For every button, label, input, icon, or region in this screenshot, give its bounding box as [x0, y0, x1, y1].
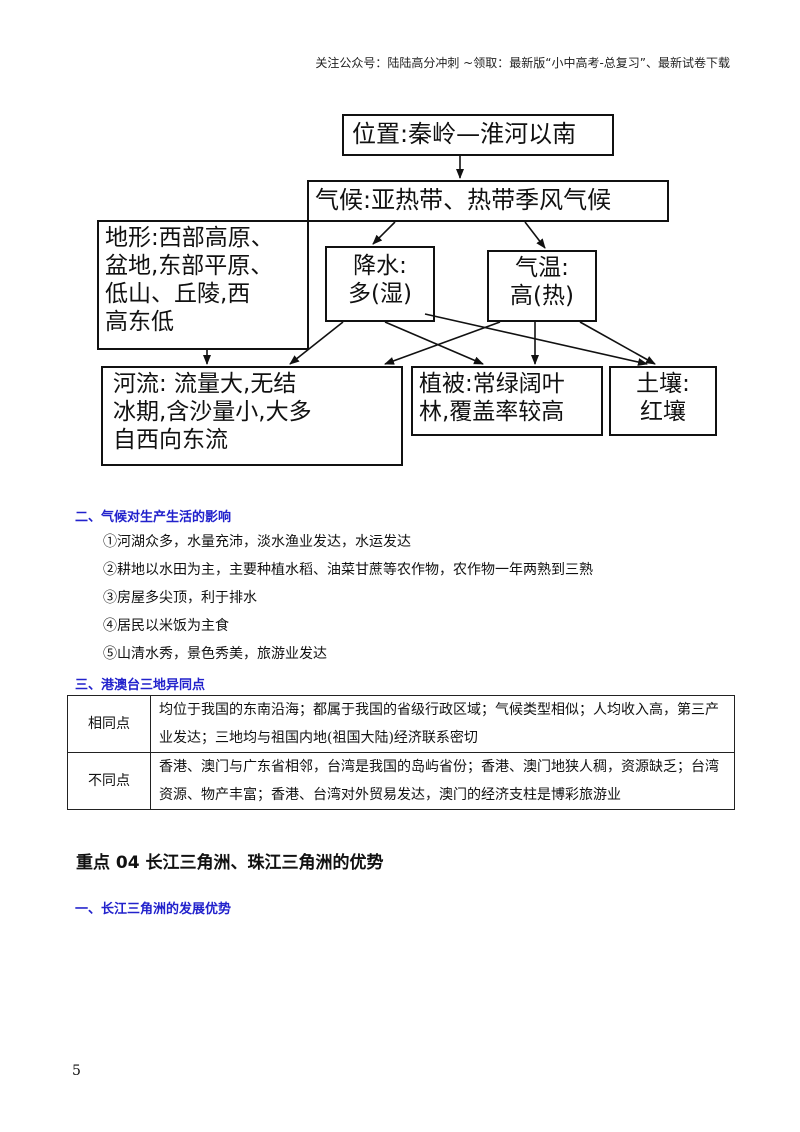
arrow-temperature-to-rivers: [384, 321, 501, 365]
arrow-climate-to-temperature: [524, 221, 546, 249]
section-heading-climate-impact: 二、气候对生产生活的影响: [75, 510, 232, 525]
climate-box: 气候:亚热带、热带季风气候: [307, 180, 669, 222]
soil-value: 红壤: [640, 399, 686, 426]
rivers-line: 冰期,含沙量小,大多: [113, 399, 312, 426]
row-text-similarities: 均位于我国的东南沿海；都属于我国的省级行政区域；气候类型相似；人均收入高，第三产…: [150, 695, 735, 753]
table-row: 不同点 香港、澳门与广东省相邻，台湾是我国的岛屿省份；香港、澳门地狭人稠，资源缺…: [67, 752, 735, 810]
list-item: ②耕地以水田为主，主要种植水稻、油菜甘蔗等农作物，农作物一年两熟到三熟: [103, 562, 593, 578]
terrain-line: 高东低: [105, 309, 174, 336]
precipitation-box: 降水: 多(湿): [325, 246, 435, 322]
key-point-title: 重点 04 长江三角洲、珠江三角洲的优势: [76, 853, 384, 873]
location-box: 位置:秦岭—淮河以南: [342, 114, 614, 156]
section-heading-hk-macao-taiwan: 三、港澳台三地异同点: [75, 678, 206, 693]
arrow-precipitation-to-rivers: [289, 321, 344, 365]
page-number: 5: [72, 1063, 81, 1079]
terrain-line: 地形:西部高原、: [105, 225, 274, 251]
vegetation-line: 林,覆盖率较高: [419, 399, 565, 426]
comparison-table: 相同点 均位于我国的东南沿海；都属于我国的省级行政区域；气候类型相似；人均收入高…: [67, 695, 735, 810]
terrain-line: 低山、丘陵,西: [105, 281, 251, 308]
list-item: ①河湖众多，水量充沛，淡水渔业发达，水运发达: [103, 534, 411, 550]
vegetation-box: 植被:常绿阔叶 林,覆盖率较高: [411, 366, 603, 436]
rivers-line: 河流: 流量大,无结: [113, 371, 297, 397]
list-item: ⑤山清水秀，景色秀美，旅游业发达: [103, 646, 327, 662]
temperature-box: 气温: 高(热): [487, 250, 597, 322]
climate-impact-list: ①河湖众多，水量充沛，淡水渔业发达，水运发达 ②耕地以水田为主，主要种植水稻、油…: [103, 528, 593, 668]
arrow-precipitation-to-vegetation: [384, 321, 484, 365]
row-label-differences: 不同点: [67, 752, 151, 810]
rivers-line: 自西向东流: [113, 427, 228, 454]
terrain-line: 盆地,东部平原、: [105, 253, 274, 280]
list-item: ④居民以米饭为主食: [103, 618, 229, 634]
header-note: 关注公众号：陆陆高分冲刺 ~领取：最新版“小中高考-总复习”、最新试卷下载: [315, 56, 730, 70]
soil-box: 土壤: 红壤: [609, 366, 717, 436]
temperature-value: 高(热): [510, 283, 574, 310]
list-item: ③房屋多尖顶，利于排水: [103, 590, 257, 606]
terrain-box: 地形:西部高原、 盆地,东部平原、 低山、丘陵,西 高东低: [97, 220, 309, 350]
arrow-precipitation-to-soil: [424, 313, 648, 366]
geography-concept-diagram: 位置:秦岭—淮河以南 气候:亚热带、热带季风气候 地形:西部高原、 盆地,东部平…: [95, 108, 717, 470]
table-row: 相同点 均位于我国的东南沿海；都属于我国的省级行政区域；气候类型相似；人均收入高…: [67, 695, 735, 753]
section-heading-yangtze-delta: 一、长江三角洲的发展优势: [75, 902, 232, 917]
precipitation-value: 多(湿): [348, 281, 412, 308]
row-label-similarities: 相同点: [67, 695, 151, 753]
vegetation-line: 植被:常绿阔叶: [419, 371, 565, 397]
row-text-differences: 香港、澳门与广东省相邻，台湾是我国的岛屿省份；香港、澳门地狭人稠，资源缺乏；台湾…: [150, 752, 735, 810]
rivers-box: 河流: 流量大,无结 冰期,含沙量小,大多 自西向东流: [101, 366, 403, 466]
temperature-label: 气温:: [515, 255, 569, 281]
soil-label: 土壤:: [636, 371, 690, 397]
precipitation-label: 降水:: [353, 253, 407, 279]
arrow-climate-to-precipitation: [372, 221, 396, 245]
arrow-temperature-to-soil: [579, 321, 656, 365]
diagram-arrows: [203, 156, 656, 366]
